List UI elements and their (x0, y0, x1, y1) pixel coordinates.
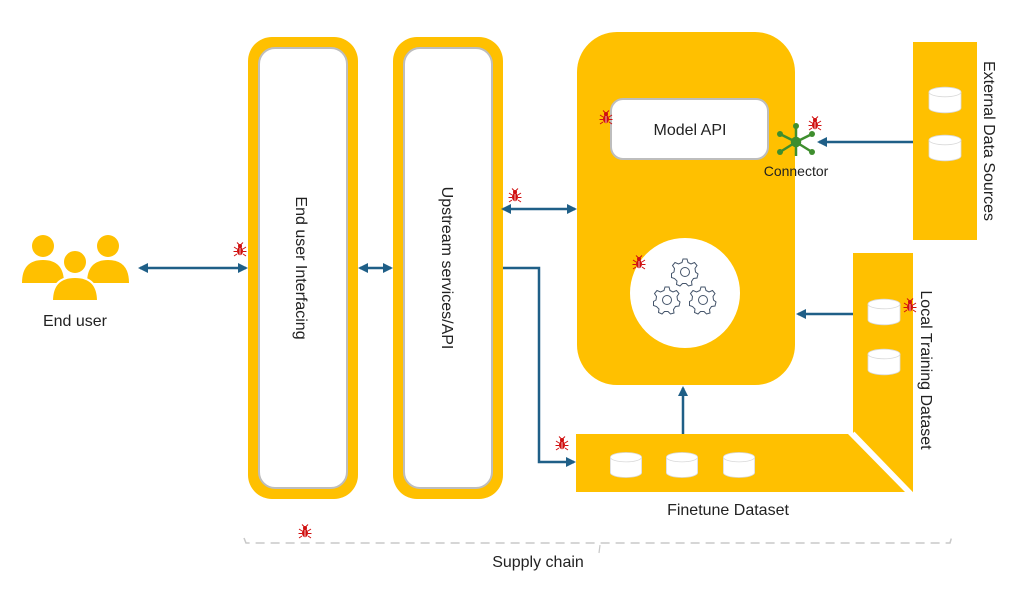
connector-label: Connector (764, 163, 829, 179)
bug-icon (808, 116, 822, 131)
database-icon (928, 86, 962, 114)
database-icon (928, 134, 962, 162)
end-user-interfacing-label: End user Interfacing (292, 196, 309, 339)
database-icon (666, 452, 698, 478)
model-core-circle (630, 238, 740, 348)
database-icon (867, 348, 901, 376)
supply-chain-label: Supply chain (492, 554, 584, 571)
end-user-interfacing-box[interactable] (248, 37, 358, 499)
local-training-dataset-label: Local Training Dataset (917, 290, 934, 450)
gears-icon (653, 258, 717, 315)
upstream-services-label: Upstream services/API (438, 187, 455, 350)
external-data-sources-label: External Data Sources (980, 61, 997, 221)
bug-icon (508, 188, 522, 203)
database-icon (723, 452, 755, 478)
end-user-icon (22, 235, 129, 302)
finetune-dataset-label: Finetune Dataset (667, 502, 789, 519)
supply-chain-bracket (243, 535, 953, 544)
bug-icon (233, 242, 247, 257)
model-api-label: Model API (654, 122, 727, 139)
upstream-services-box[interactable] (393, 37, 503, 499)
bug-icon (555, 436, 569, 451)
database-icon (610, 452, 642, 478)
database-icon (867, 298, 901, 326)
arrow-upstream-to-finetune (503, 266, 576, 467)
supply-chain-bracket-tip (598, 544, 601, 554)
model-api-box[interactable] (610, 98, 769, 160)
bug-icon (298, 524, 312, 539)
connector-hub-icon[interactable] (777, 123, 815, 156)
end-user-label: End user (43, 313, 108, 330)
